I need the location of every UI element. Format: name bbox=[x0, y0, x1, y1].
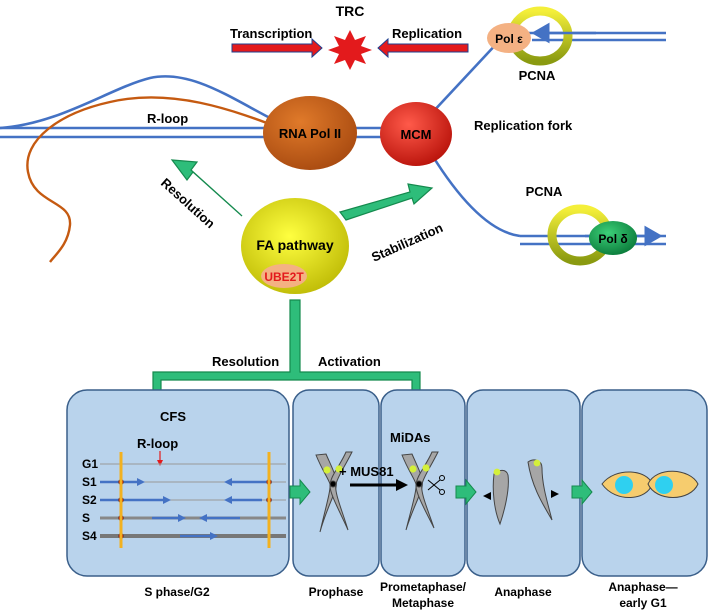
replication-fork-label: Replication fork bbox=[474, 118, 573, 133]
pol-epsilon bbox=[487, 23, 531, 53]
cell-prometaphase bbox=[380, 389, 466, 577]
transcription-label: Transcription bbox=[230, 26, 312, 41]
svg-text:Prometaphase/: Prometaphase/ bbox=[380, 580, 467, 594]
ube2t-node bbox=[261, 264, 307, 288]
svg-text:S phase/G2: S phase/G2 bbox=[144, 585, 210, 599]
chromosome-prometaphase bbox=[401, 451, 439, 531]
stabilization-arrow bbox=[338, 183, 434, 221]
svg-text:S1: S1 bbox=[82, 475, 97, 489]
svg-text:Anaphase—: Anaphase— bbox=[608, 580, 677, 594]
pol-delta bbox=[589, 221, 637, 255]
resolution-label-top: Resolution bbox=[158, 175, 218, 231]
svg-text:Stabilization: Stabilization bbox=[369, 220, 445, 265]
transcription-arrow bbox=[231, 37, 323, 59]
svg-text:Metaphase: Metaphase bbox=[392, 596, 454, 610]
phase-labels: S phase/G2 Prophase Prometaphase/ Metaph… bbox=[144, 580, 677, 610]
chromosome-prophase bbox=[315, 451, 353, 533]
replication-arrow bbox=[377, 37, 469, 59]
mus81-label: + MUS81 bbox=[339, 464, 394, 479]
rna-pol-label: RNA Pol II bbox=[279, 126, 341, 141]
rna-pol-ii bbox=[263, 96, 357, 170]
svg-text:Anaphase: Anaphase bbox=[494, 585, 552, 599]
chromosome-anaphase bbox=[483, 459, 559, 526]
midas-label: MiDAs bbox=[390, 430, 430, 445]
svg-text:G1: G1 bbox=[82, 457, 98, 471]
trc-label: TRC bbox=[336, 3, 365, 19]
scissors-icon bbox=[427, 475, 445, 495]
resolution-label-mid: Resolution bbox=[212, 354, 279, 369]
resolution-arrow-top bbox=[170, 159, 243, 217]
rna-strand bbox=[26, 96, 291, 263]
pol-epsilon-label: Pol ε bbox=[495, 32, 523, 46]
svg-text:Prophase: Prophase bbox=[309, 585, 364, 599]
fa-pathway-label: FA pathway bbox=[256, 237, 333, 253]
pcna-bottom-label: PCNA bbox=[526, 184, 563, 199]
pol-delta-label: Pol δ bbox=[598, 232, 627, 246]
svg-text:Resolution: Resolution bbox=[158, 175, 218, 231]
svg-text:early G1: early G1 bbox=[619, 596, 667, 610]
stabilization-label: Stabilization bbox=[369, 220, 445, 265]
mcm-helicase bbox=[380, 102, 452, 166]
row-labels: G1 S1 S2 S S4 bbox=[82, 457, 98, 543]
pcna-top-label: PCNA bbox=[519, 68, 556, 83]
cell-anaphase bbox=[466, 389, 581, 577]
daughter-cells bbox=[601, 470, 699, 498]
svg-text:S: S bbox=[82, 511, 90, 525]
phase-progress-arrows bbox=[289, 478, 593, 506]
rloop-label-cell: R-loop bbox=[137, 436, 178, 451]
rloop-label-top: R-loop bbox=[147, 111, 188, 126]
svg-text:S2: S2 bbox=[82, 493, 97, 507]
mcm-label: MCM bbox=[400, 127, 431, 142]
ube2t-label: UBE2T bbox=[264, 270, 304, 284]
replication-label: Replication bbox=[392, 26, 462, 41]
replication-rows bbox=[100, 452, 286, 548]
trc-collision-star bbox=[328, 30, 372, 70]
activation-label: Activation bbox=[318, 354, 381, 369]
svg-text:S4: S4 bbox=[82, 529, 97, 543]
cfs-label: CFS bbox=[160, 409, 186, 424]
